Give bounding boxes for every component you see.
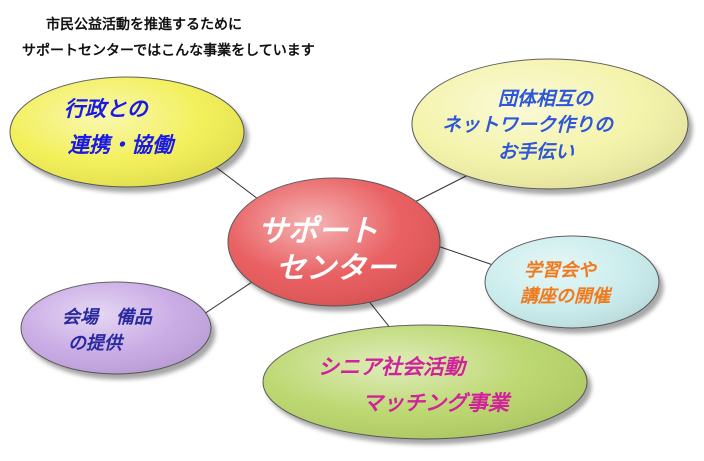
node-venue-line-1: 会場 備品 — [62, 307, 153, 328]
node-network-line-1: 団体相互の — [498, 88, 595, 110]
node-senior-line-1: シニア社会活動 — [318, 355, 468, 379]
node-venue: 会場 備品 の提供 — [20, 281, 212, 375]
center-line-1: サポート — [258, 214, 378, 249]
heading-line-1: 市民公益活動を推進するために — [46, 17, 242, 33]
node-seminar-line-2: 講座の開催 — [520, 286, 613, 307]
node-center: サポート センター — [227, 177, 441, 307]
node-seminar-line-1: 学習会や — [524, 260, 598, 281]
node-administration-line-1: 行政との — [64, 97, 150, 121]
node-seminar: 学習会や 講座の開催 — [484, 235, 660, 329]
node-administration-line-2: 連携・協働 — [68, 133, 176, 157]
node-network: 団体相互の ネットワーク作りの お手伝い — [411, 58, 689, 190]
center-line-2: センター — [276, 251, 397, 286]
node-administration: 行政との 連携・協働 — [9, 76, 245, 188]
node-network-line-2: ネットワーク作りの — [442, 114, 615, 136]
heading-line-2: サポートセンターではこんな事業をしています — [22, 43, 315, 59]
node-network-line-3: お手伝い — [498, 141, 575, 163]
page-heading: 市民公益活動を推進するために サポートセンターではこんな事業をしています — [0, 0, 400, 70]
node-venue-line-2: の提供 — [68, 333, 125, 354]
node-senior: シニア社会活動 マッチング事業 — [262, 324, 588, 440]
node-senior-line-2: マッチング事業 — [362, 391, 512, 415]
